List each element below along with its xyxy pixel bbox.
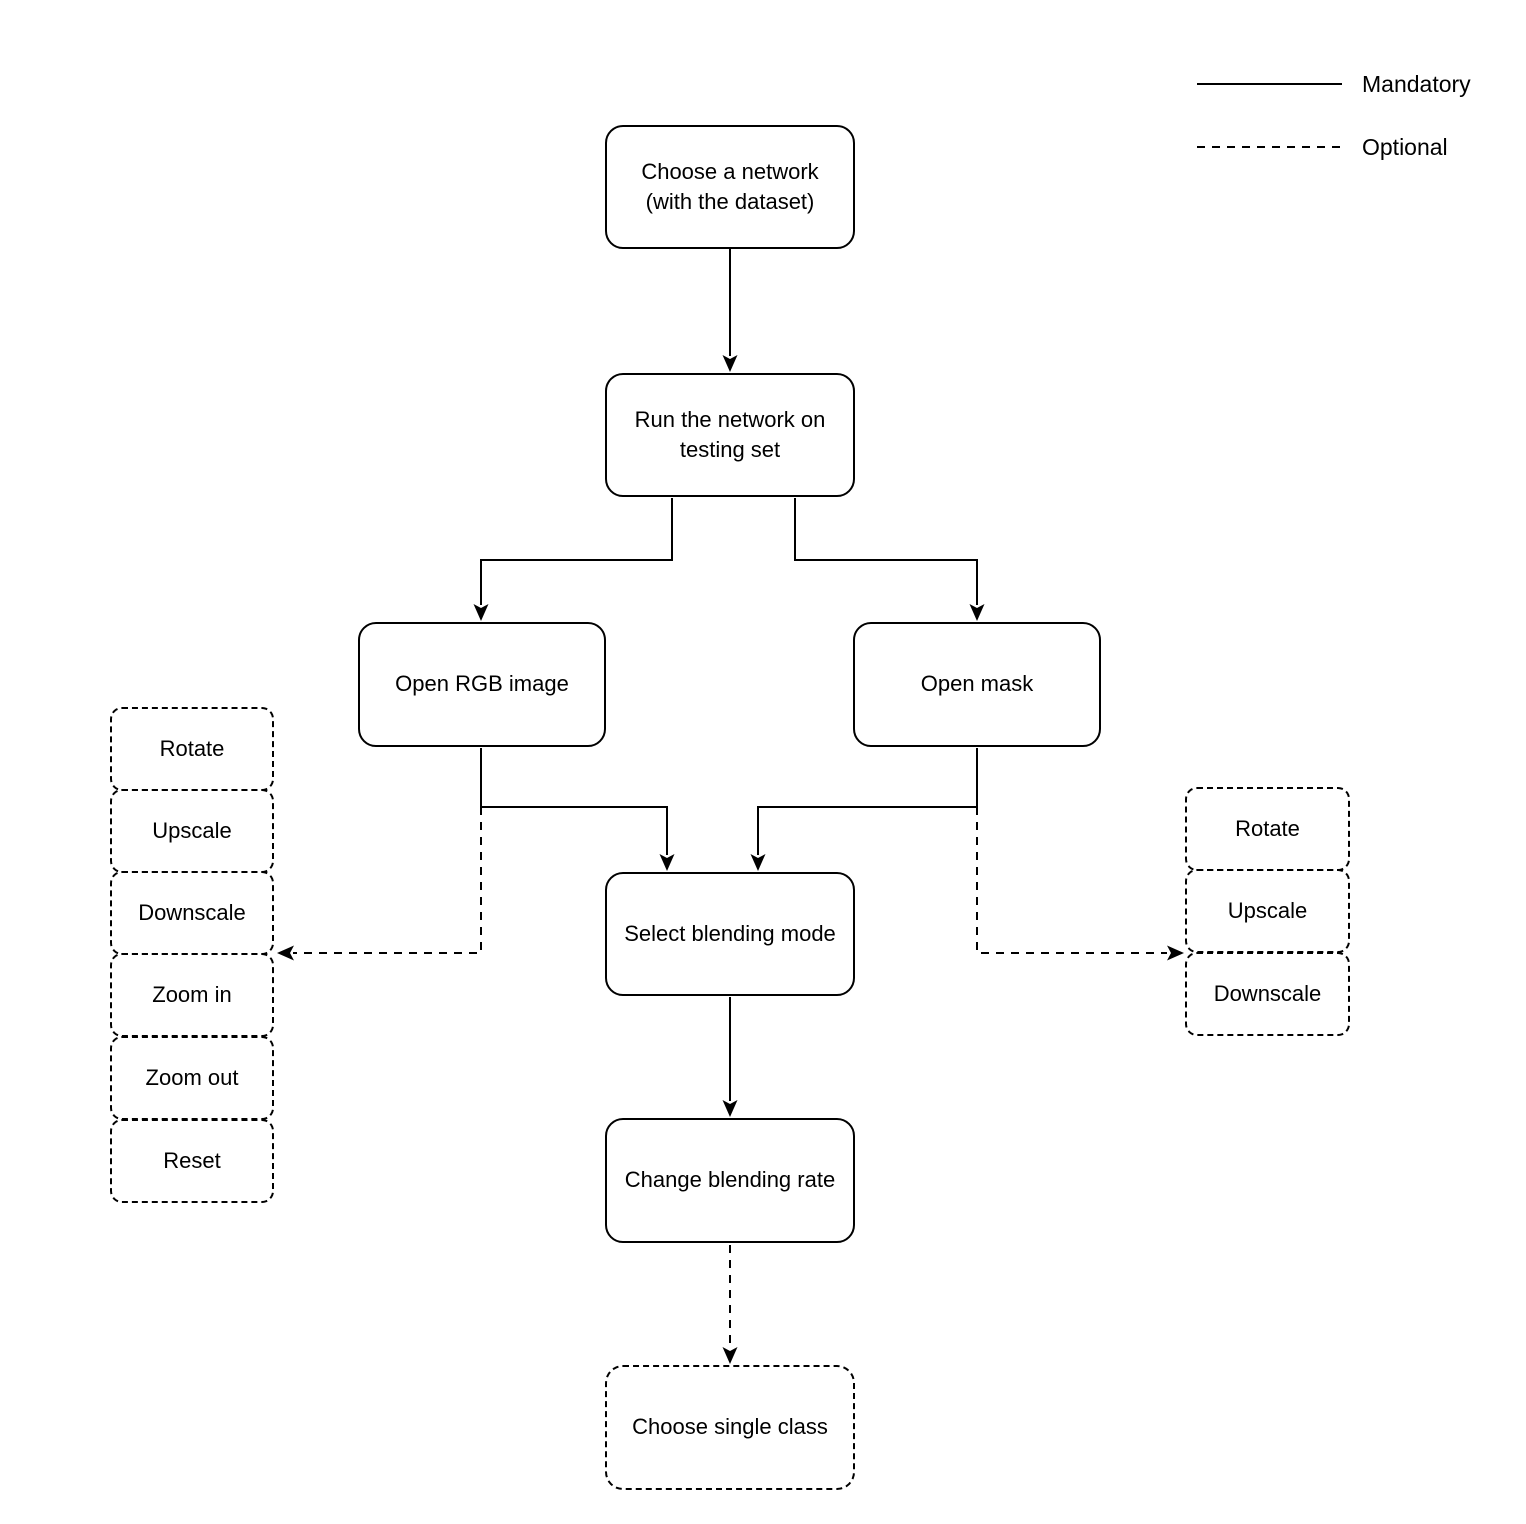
- arrowhead-down-select-right: [750, 854, 766, 871]
- legend-label-optional: Optional: [1362, 134, 1448, 160]
- option-left-zoom-in: Zoom in: [110, 953, 274, 1037]
- legend-label-mandatory: Mandatory: [1362, 71, 1471, 97]
- connector-openmask-to-rightoptions: [976, 807, 1167, 954]
- optional-connectors: [293, 146, 1342, 1347]
- option-right-downscale: Downscale: [1185, 952, 1350, 1036]
- option-right-upscale: Upscale: [1185, 869, 1350, 953]
- connector-run-to-openrgb: [480, 498, 673, 605]
- node-choose-single-class: Choose single class: [605, 1365, 855, 1490]
- arrowhead-down-change: [722, 1100, 738, 1117]
- arrowhead-down-run: [722, 355, 738, 372]
- arrowhead-down-openmask: [969, 604, 985, 621]
- option-left-zoom-out: Zoom out: [110, 1036, 274, 1120]
- arrowhead-down-select-left: [659, 854, 675, 871]
- node-open-rgb-image: Open RGB image: [358, 622, 606, 747]
- arrowhead-right-options: [1167, 945, 1184, 961]
- connector-openrgb-to-select: [480, 748, 668, 855]
- mandatory-connectors: [480, 83, 1342, 1101]
- node-select-blending-mode: Select blending mode: [605, 872, 855, 996]
- arrowheads: [277, 355, 1184, 1364]
- node-choose-network: Choose a network (with the dataset): [605, 125, 855, 249]
- option-left-rotate: Rotate: [110, 707, 274, 791]
- arrowhead-left-options: [277, 945, 294, 961]
- option-left-reset: Reset: [110, 1119, 274, 1203]
- arrowhead-down-openrgb: [473, 604, 489, 621]
- option-right-rotate: Rotate: [1185, 787, 1350, 871]
- connector-run-to-openmask: [794, 498, 978, 605]
- arrowhead-down-class: [722, 1347, 738, 1364]
- connector-openmask-to-select: [757, 748, 978, 855]
- connector-openrgb-to-leftoptions: [293, 807, 482, 954]
- node-change-blending-rate: Change blending rate: [605, 1118, 855, 1243]
- node-open-mask: Open mask: [853, 622, 1101, 747]
- option-left-downscale: Downscale: [110, 871, 274, 955]
- node-run-network: Run the network on testing set: [605, 373, 855, 497]
- option-left-upscale: Upscale: [110, 789, 274, 873]
